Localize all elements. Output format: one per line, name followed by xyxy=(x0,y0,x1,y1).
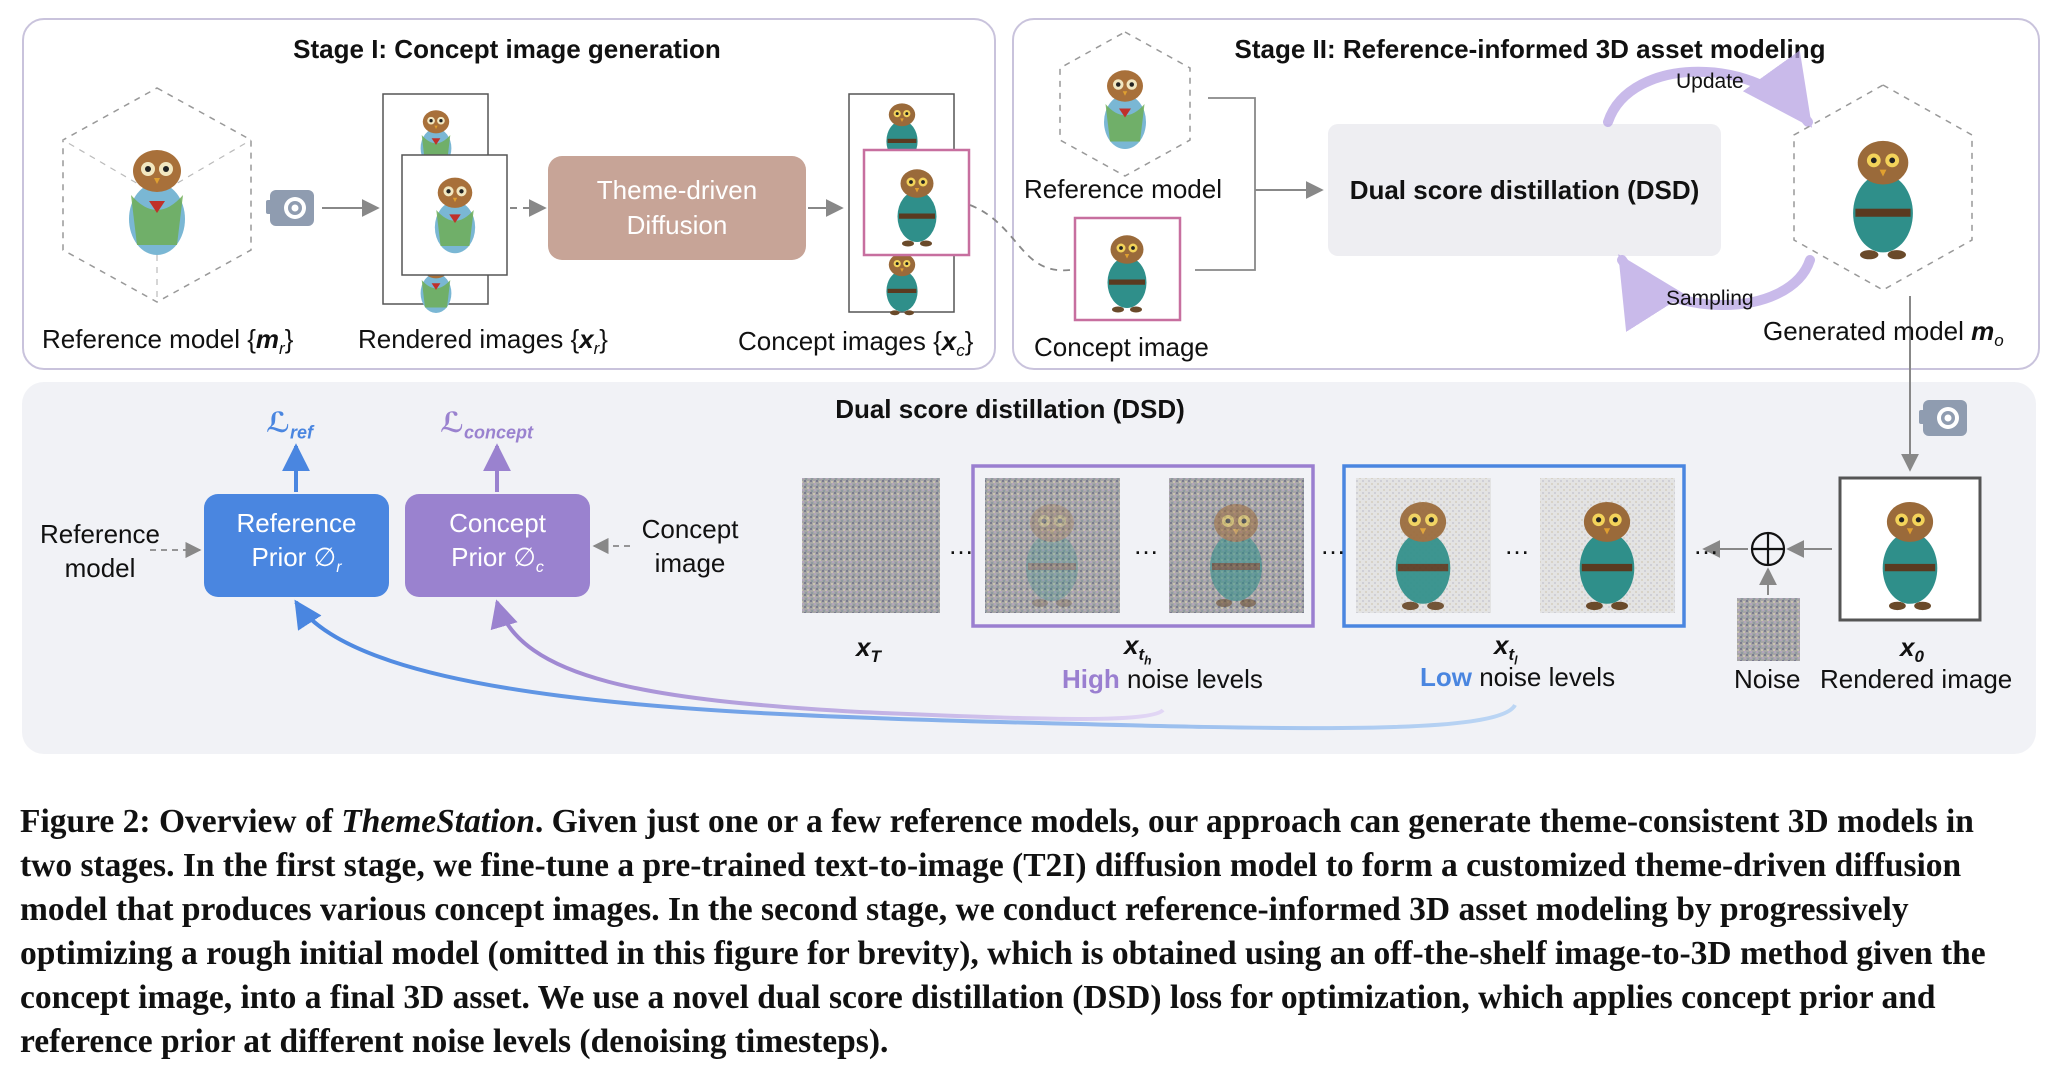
high-noise-frame xyxy=(971,464,1315,628)
generated-model-hex xyxy=(1793,84,1973,291)
dsd-title: Dual score distillation (DSD) xyxy=(835,394,1185,424)
reference-prior-box xyxy=(204,494,389,597)
stage2-reference-model-hex xyxy=(1059,31,1191,177)
concept-prior-label: Concept Prior ∅c xyxy=(449,507,546,577)
x0-label: x0 xyxy=(1900,632,1924,667)
theme-driven-diffusion-label: Theme-driven Diffusion xyxy=(596,175,758,240)
stage2-title: Stage II: Reference-informed 3D asset mo… xyxy=(1234,34,1826,64)
stage2-concept-image-label: Concept image xyxy=(1034,332,1209,362)
ellipsis-3: … xyxy=(1320,530,1346,560)
reference-input-label: Reference model xyxy=(40,519,160,583)
sampling-label: Sampling xyxy=(1666,287,1754,310)
reference-model-label: Reference model {mr} xyxy=(42,324,294,359)
high-noise-label: High noise levels xyxy=(1062,664,1263,694)
loss-ref-label: ℒref xyxy=(266,407,313,443)
reference-prior-label: Reference Prior ∅r xyxy=(236,507,357,577)
stage1-title: Stage I: Concept image generation xyxy=(293,34,721,64)
generated-model-label: Generated model mo xyxy=(1763,316,2004,351)
concept-images-stack xyxy=(848,93,971,316)
ellipsis-2: … xyxy=(1133,530,1159,560)
ellipsis-5: … xyxy=(1693,530,1719,560)
loss-concept-label: ℒconcept xyxy=(440,407,533,443)
stage1-panel xyxy=(22,18,996,370)
rendered-images-label: Rendered images {xr} xyxy=(358,324,608,359)
rendered-image-label: Rendered image xyxy=(1820,664,2013,694)
theme-driven-diffusion-box xyxy=(548,156,806,260)
stage2-reference-model-label: Reference model xyxy=(1024,174,1222,204)
low-noise-frame xyxy=(1342,464,1686,628)
noise-label: Noise xyxy=(1734,664,1801,694)
stage2-dsd-label: Dual score distillation (DSD) xyxy=(1349,174,1700,205)
noise-sample xyxy=(1737,598,1800,661)
camera-icon xyxy=(266,190,314,226)
rendered-images-stack xyxy=(382,93,508,313)
concept-images-label: Concept images {xc} xyxy=(738,326,974,361)
concept-input-label: Concept image xyxy=(641,514,739,578)
low-noise-label: Low noise levels xyxy=(1420,662,1616,692)
xtl-label: xtl xyxy=(1494,630,1518,668)
stage2-dsd-box xyxy=(1328,124,1721,256)
ellipsis-1: … xyxy=(948,530,974,560)
camera-icon-2 xyxy=(1919,400,1967,436)
xT-label: xT xyxy=(856,632,881,667)
figure-caption: Figure 2: Overview of ThemeStation. Give… xyxy=(20,803,1986,1060)
xth-label: xth xyxy=(1124,630,1152,668)
ellipsis-4: … xyxy=(1504,530,1530,560)
reference-model-hex xyxy=(62,87,252,303)
concept-prior-box xyxy=(405,494,590,597)
xT-image xyxy=(802,478,940,613)
update-label: Update xyxy=(1676,70,1744,93)
